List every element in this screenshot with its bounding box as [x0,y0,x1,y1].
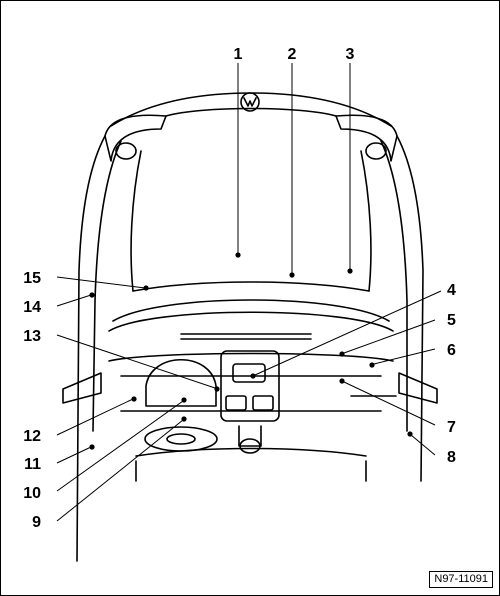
leader-8 [410,434,436,456]
callout-12: 12 [23,428,41,445]
leader-4 [254,290,442,376]
dot-1 [235,252,241,258]
callout-11: 11 [24,456,41,473]
dot-9 [181,416,187,422]
vehicle-outline [62,92,438,562]
leader-dots [89,252,413,450]
leader-5 [343,319,436,354]
callout-5: 5 [447,312,456,329]
callout-10: 10 [23,485,41,502]
leader-9 [56,419,184,522]
callout-14: 14 [23,299,41,316]
callout-2: 2 [288,46,297,63]
dot-8 [407,431,413,437]
dot-4 [250,373,256,379]
callout-6: 6 [447,342,456,359]
dot-10 [181,397,187,403]
dot-15 [143,285,149,291]
dot-13 [214,386,220,392]
dot-11 [89,444,95,450]
leader-lines [56,63,442,522]
callout-15: 15 [23,270,41,287]
leader-13 [56,334,216,389]
callout-4: 4 [447,282,456,299]
leader-10 [56,400,184,492]
dot-7 [339,378,345,384]
callout-1: 1 [234,46,243,63]
figure-reference-code: N97-11091 [429,571,493,588]
leader-15 [56,276,146,289]
dot-5 [339,351,345,357]
dot-12 [131,396,137,402]
leader-12 [56,398,134,436]
callout-labels: 1 2 3 4 5 6 7 8 9 10 11 12 13 14 15 [23,46,456,531]
dot-3 [347,268,353,274]
dot-6 [369,362,375,368]
callout-9: 9 [32,514,41,531]
leader-6 [373,348,436,365]
leader-14 [56,294,92,307]
leader-11 [56,446,92,464]
dot-2 [289,272,295,278]
dot-14 [89,292,95,298]
callout-3: 3 [346,46,355,63]
leader-7 [343,381,436,426]
callout-7: 7 [447,419,456,436]
callout-13: 13 [23,328,41,345]
callout-8: 8 [447,449,456,466]
